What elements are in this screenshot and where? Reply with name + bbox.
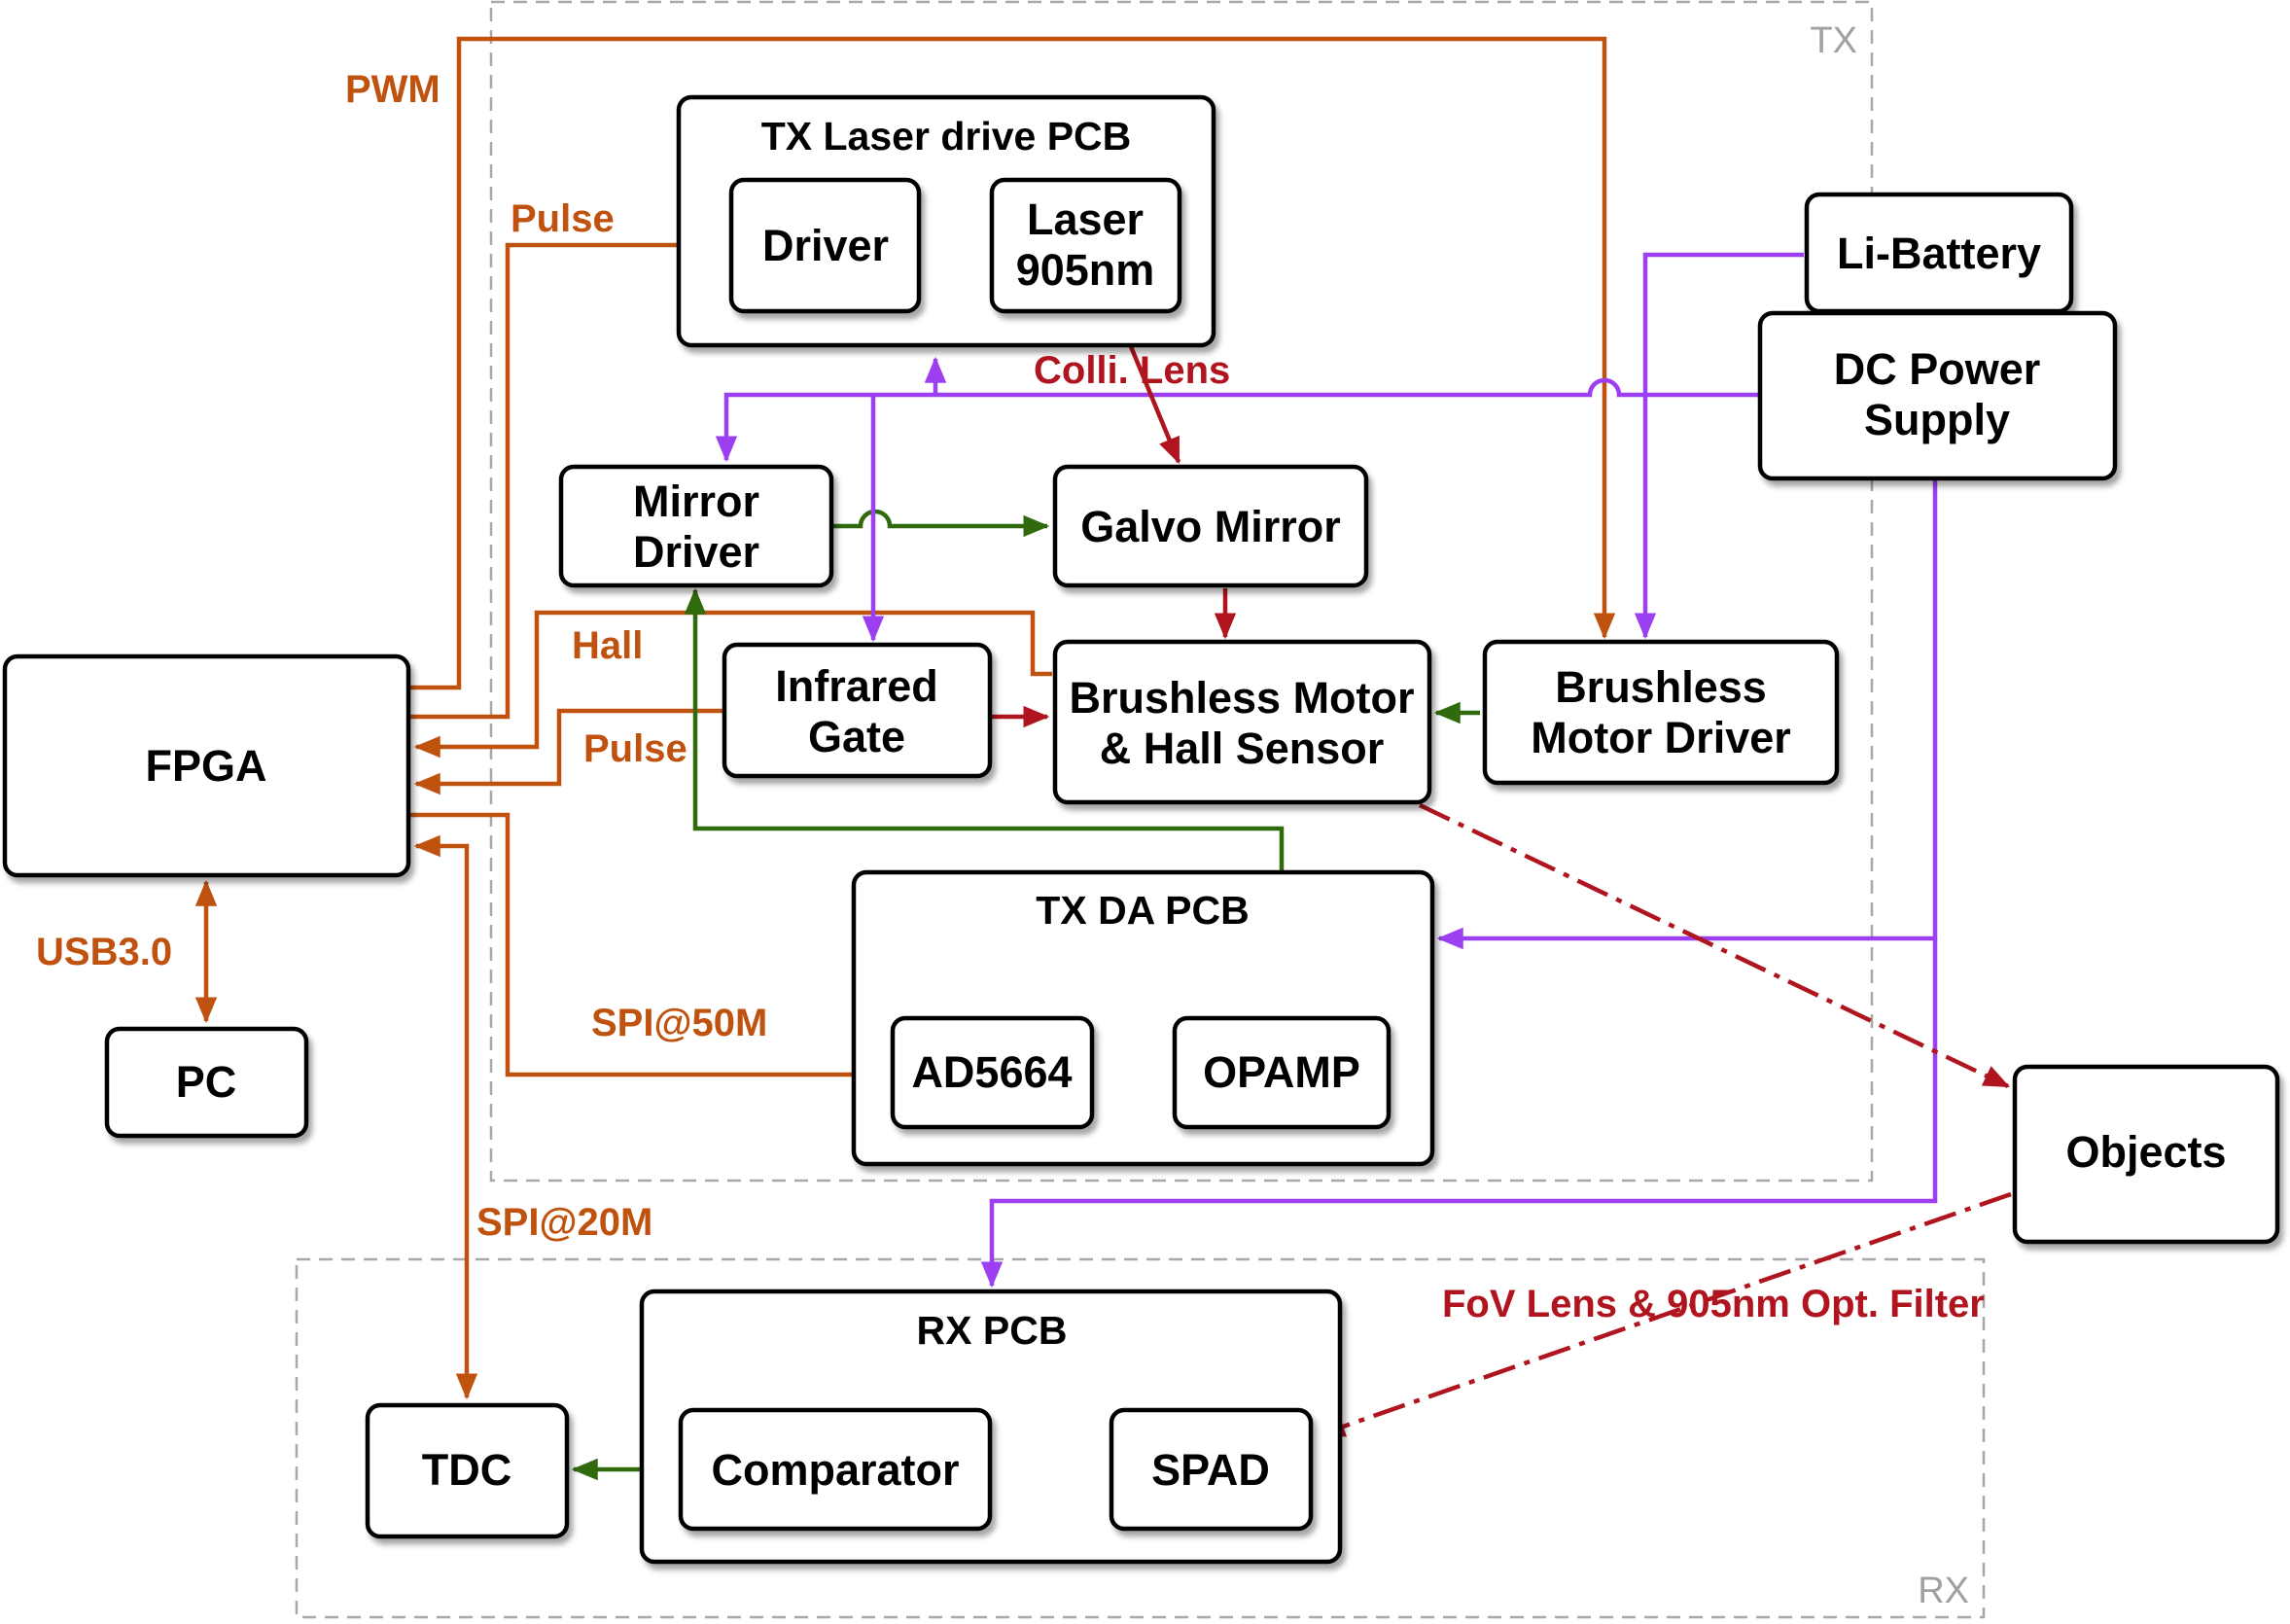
comparator-label: Comparator [711,1445,959,1495]
li-battery-block[interactable]: Li-Battery [1804,192,2074,314]
brushless-motor-driver-block[interactable]: Brushless Motor Driver [1482,639,1840,786]
rx-region-label: RX [1918,1571,1969,1611]
opamp-label: OPAMP [1203,1047,1360,1097]
motor-label-line2: & Hall Sensor [1100,724,1385,773]
colli-lens-label: Colli. Lens [1034,349,1230,392]
green-signal-wires [571,233,1480,1481]
rx-region: RX [295,1257,1986,1619]
pulse-gate-wire [413,708,724,795]
purple-power-wires [715,252,1938,1289]
tdc-label: TDC [422,1445,511,1495]
dc-power-label-line2: Supply [1864,395,2010,444]
comparator-block[interactable]: Comparator [678,1407,993,1532]
orange-signal-wires [194,36,1616,1400]
pulse-tx-wire [410,233,730,720]
dc-power-label-line1: DC Power [1834,344,2041,394]
spad-block[interactable]: SPAD [1109,1407,1314,1532]
hall-label: Hall [572,624,643,667]
hall-wire [413,610,1052,759]
signal-labels: PWM Pulse Hall Pulse USB3.0 SPI@50M SPI@… [36,68,1985,1325]
opamp-block[interactable]: OPAMP [1172,1015,1392,1130]
li-battery-label: Li-Battery [1837,229,2041,278]
fov-lens-label: FoV Lens & 905nm Opt. Filter [1442,1283,1985,1325]
motor-label-line1: Brushless Motor [1069,673,1414,723]
galvo-mirror-block[interactable]: Galvo Mirror [1052,464,1369,588]
tdc-block[interactable]: TDC [365,1402,570,1539]
motor-driver-label-line1: Brushless [1555,662,1767,712]
pc-label: PC [176,1057,237,1107]
spad-label: SPAD [1151,1445,1270,1495]
infrared-gate-label-line2: Gate [808,712,905,761]
fpga-block[interactable]: FPGA [2,653,411,878]
spi50-wire [410,812,888,1086]
mirror-driver-block[interactable]: Mirror Driver [558,464,834,588]
dc-bus-wire [715,377,1760,463]
pc-block[interactable]: PC [104,1026,309,1139]
power-rx-pcb-wire [980,938,1938,1289]
mirror-driver-label-line1: Mirror [633,477,759,526]
laser-label-line2: 905nm [1016,245,1155,295]
ad5664-block[interactable]: AD5664 [890,1015,1095,1130]
fpga-label: FPGA [145,741,266,791]
pulse-gate-label: Pulse [583,727,687,770]
infrared-gate-label-line1: Infrared [775,661,938,711]
laser-label-line1: Laser [1027,194,1144,244]
spi50-label: SPI@50M [591,1002,767,1044]
tx-region: TX [489,0,1874,1183]
objects-block[interactable]: Objects [2012,1064,2280,1245]
pwm-wire [410,36,1616,690]
motor-objects-beam [1419,802,2011,1089]
usb-label: USB3.0 [36,931,172,973]
rx-pcb-label: RX PCB [917,1308,1068,1353]
ad5664-label: AD5664 [911,1047,1072,1097]
galvo-mirror-label: Galvo Mirror [1080,502,1341,551]
battery-motor-driver-wire [1634,252,1804,640]
mirror-driver-galvo-wire [831,509,1050,538]
objects-label: Objects [2065,1127,2226,1177]
objects-spad-beam [1318,1191,2012,1437]
laser-905nm-block[interactable]: Laser 905nm [989,177,1182,314]
tx-region-label: TX [1810,20,1857,61]
tx-da-pcb-label: TX DA PCB [1036,888,1249,933]
dc-power-supply-block[interactable]: DC Power Supply [1757,310,2118,481]
driver-block[interactable]: Driver [728,177,922,314]
spi20-label: SPI@20M [476,1201,652,1244]
brushless-motor-hall-sensor-block[interactable]: Brushless Motor & Hall Sensor [1052,639,1432,805]
tx-laser-pcb-label: TX Laser drive PCB [761,114,1132,159]
mirror-driver-label-line2: Driver [633,527,759,577]
infrared-gate-block[interactable]: Infrared Gate [722,642,993,779]
driver-label: Driver [762,221,889,270]
pulse-tx-label: Pulse [511,197,615,240]
spi20-wire [413,834,478,1400]
pwm-label: PWM [345,68,440,111]
motor-driver-label-line2: Motor Driver [1531,713,1791,762]
